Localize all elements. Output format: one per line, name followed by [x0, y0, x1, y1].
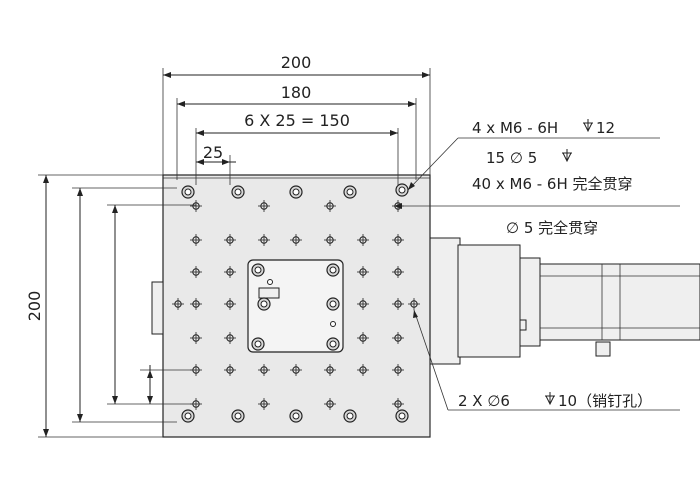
note-dowel-suffix: 10（销钉孔）: [558, 392, 652, 410]
depth-symbol-icon: [583, 119, 593, 133]
center-plate-hole-icon: [251, 263, 265, 277]
center-slot: [258, 287, 280, 299]
tapped-hole-icon: [224, 332, 236, 344]
note-dowel-prefix: 2 X ∅6: [458, 392, 510, 410]
counterbore-hole-icon: [343, 409, 357, 423]
motor-connector: [595, 341, 611, 357]
tapped-hole-icon: [258, 364, 270, 376]
depth-symbol-icon: [562, 149, 572, 163]
tapped-hole-icon: [258, 200, 270, 212]
dim-overall-height: 200: [25, 291, 44, 322]
counterbore-hole-icon: [231, 409, 245, 423]
counterbore-hole-icon: [343, 185, 357, 199]
note-grid-tapped: 40 x M6 - 6H 完全贯穿: [472, 175, 633, 193]
callout-leaders: [394, 137, 680, 411]
hole-grid: [172, 183, 420, 423]
tapped-hole-icon: [324, 234, 336, 246]
center-plate-hole-icon: [257, 297, 271, 311]
depth-symbol-icon: [545, 392, 555, 406]
motor-screw: [519, 319, 527, 331]
center-plate-hole-icon: [326, 337, 340, 351]
side-tab: [151, 281, 164, 335]
note-through-hole: ∅ 5 完全贯穿: [506, 219, 598, 237]
counterbore-hole-icon: [181, 409, 195, 423]
tapped-hole-icon: [357, 234, 369, 246]
dim-hole-span: 180: [281, 83, 312, 102]
dowel-hole-icon: [408, 298, 420, 310]
tapped-hole-icon: [258, 398, 270, 410]
counterbore-hole-icon: [181, 185, 195, 199]
tapped-hole-icon: [224, 266, 236, 278]
center-plate-hole-icon: [251, 337, 265, 351]
callout-notes: 4 x M6 - 6H 12 15 ∅ 5 40 x M6 - 6H 完全贯穿 …: [458, 119, 652, 410]
dim-pitch-formula: 6 X 25 = 150: [244, 111, 350, 130]
motor-mount: [519, 257, 541, 347]
left-dimensions: 200: [25, 174, 196, 438]
counterbore-hole-icon: [231, 185, 245, 199]
tapped-hole-icon: [190, 332, 202, 344]
tapped-hole-icon: [224, 364, 236, 376]
dim-overall-width: 200: [281, 53, 312, 72]
tapped-hole-icon: [392, 298, 404, 310]
tapped-hole-icon: [392, 398, 404, 410]
tapped-hole-icon: [190, 298, 202, 310]
center-pin-hole-icon: [267, 279, 273, 285]
motor-flange: [427, 237, 461, 365]
counterbore-hole-icon: [395, 409, 409, 423]
tapped-hole-icon: [357, 332, 369, 344]
tapped-hole-icon: [224, 298, 236, 310]
tapped-hole-icon: [357, 266, 369, 278]
counterbore-hole-icon: [395, 183, 409, 197]
tapped-hole-icon: [392, 364, 404, 376]
tapped-hole-icon: [357, 364, 369, 376]
tapped-hole-icon: [190, 266, 202, 278]
note-corner-tapped: 4 x M6 - 6H: [472, 119, 558, 137]
tapped-hole-icon: [290, 234, 302, 246]
tapped-hole-icon: [290, 364, 302, 376]
top-dimensions: 200 180 6 X 25 = 150 25: [162, 53, 431, 185]
tapped-hole-icon: [224, 234, 236, 246]
tapped-hole-icon: [258, 234, 270, 246]
note-corner-depth: 12: [596, 119, 615, 137]
dim-pitch: 25: [203, 143, 223, 162]
motor-coupling: [457, 244, 521, 358]
motor-assembly: [427, 237, 700, 365]
center-plate-hole-icon: [326, 297, 340, 311]
tapped-hole-icon: [190, 234, 202, 246]
tapped-hole-icon: [190, 200, 202, 212]
dowel-hole-icon: [172, 298, 184, 310]
tapped-hole-icon: [324, 364, 336, 376]
center-pin-hole-icon: [330, 321, 336, 327]
counterbore-hole-icon: [289, 185, 303, 199]
tapped-hole-icon: [324, 200, 336, 212]
tapped-hole-icon: [324, 398, 336, 410]
tapped-hole-icon: [357, 298, 369, 310]
center-plate-hole-icon: [326, 263, 340, 277]
note-counterbore: 15 ∅ 5: [486, 149, 537, 167]
tapped-hole-icon: [392, 234, 404, 246]
tapped-hole-icon: [392, 266, 404, 278]
counterbore-hole-icon: [289, 409, 303, 423]
tapped-hole-icon: [392, 332, 404, 344]
